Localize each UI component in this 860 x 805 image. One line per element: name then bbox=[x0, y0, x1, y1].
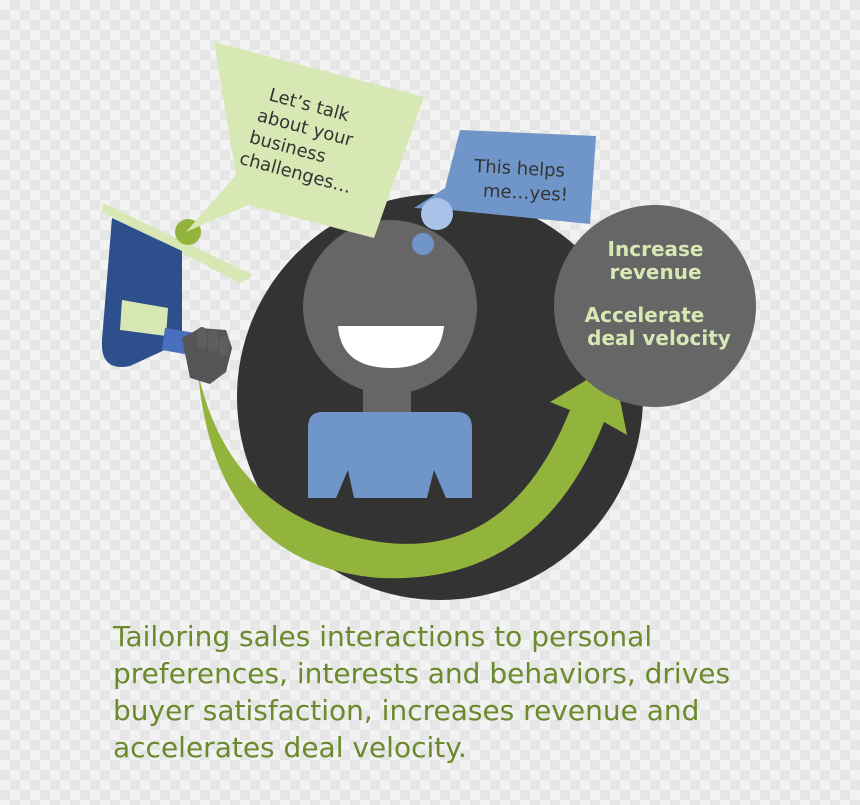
outcome-2-line-1: Accelerate bbox=[585, 303, 705, 327]
thought-line-1: This helps bbox=[473, 156, 566, 182]
speech-bubble: Let’s talk about your business challenge… bbox=[186, 42, 424, 238]
thought-bubble: This helps me…yes! bbox=[412, 130, 596, 255]
person-icon bbox=[303, 220, 477, 498]
svg-text:Let’s talk about your: Let’s talk about your business challenge… bbox=[237, 81, 371, 198]
hand-icon bbox=[182, 327, 232, 384]
outcome-circle: Increase revenue Accelerate deal velocit… bbox=[554, 205, 756, 407]
outcome-1-line-2: revenue bbox=[609, 260, 701, 284]
outcome-2-line-2: deal velocity bbox=[587, 326, 731, 350]
outcome-1-line-1: Increase bbox=[608, 237, 704, 261]
caption-text: Tailoring sales interactions to personal… bbox=[113, 620, 731, 764]
megaphone-icon bbox=[101, 203, 253, 367]
svg-text:Increase revenue A: Increase revenue Accelerate deal velocit… bbox=[585, 237, 731, 350]
growth-arrow-icon bbox=[198, 364, 627, 579]
thought-line-2: me…yes! bbox=[482, 181, 568, 206]
svg-text:This helps me…yes!: This helps me…yes! bbox=[471, 156, 571, 206]
